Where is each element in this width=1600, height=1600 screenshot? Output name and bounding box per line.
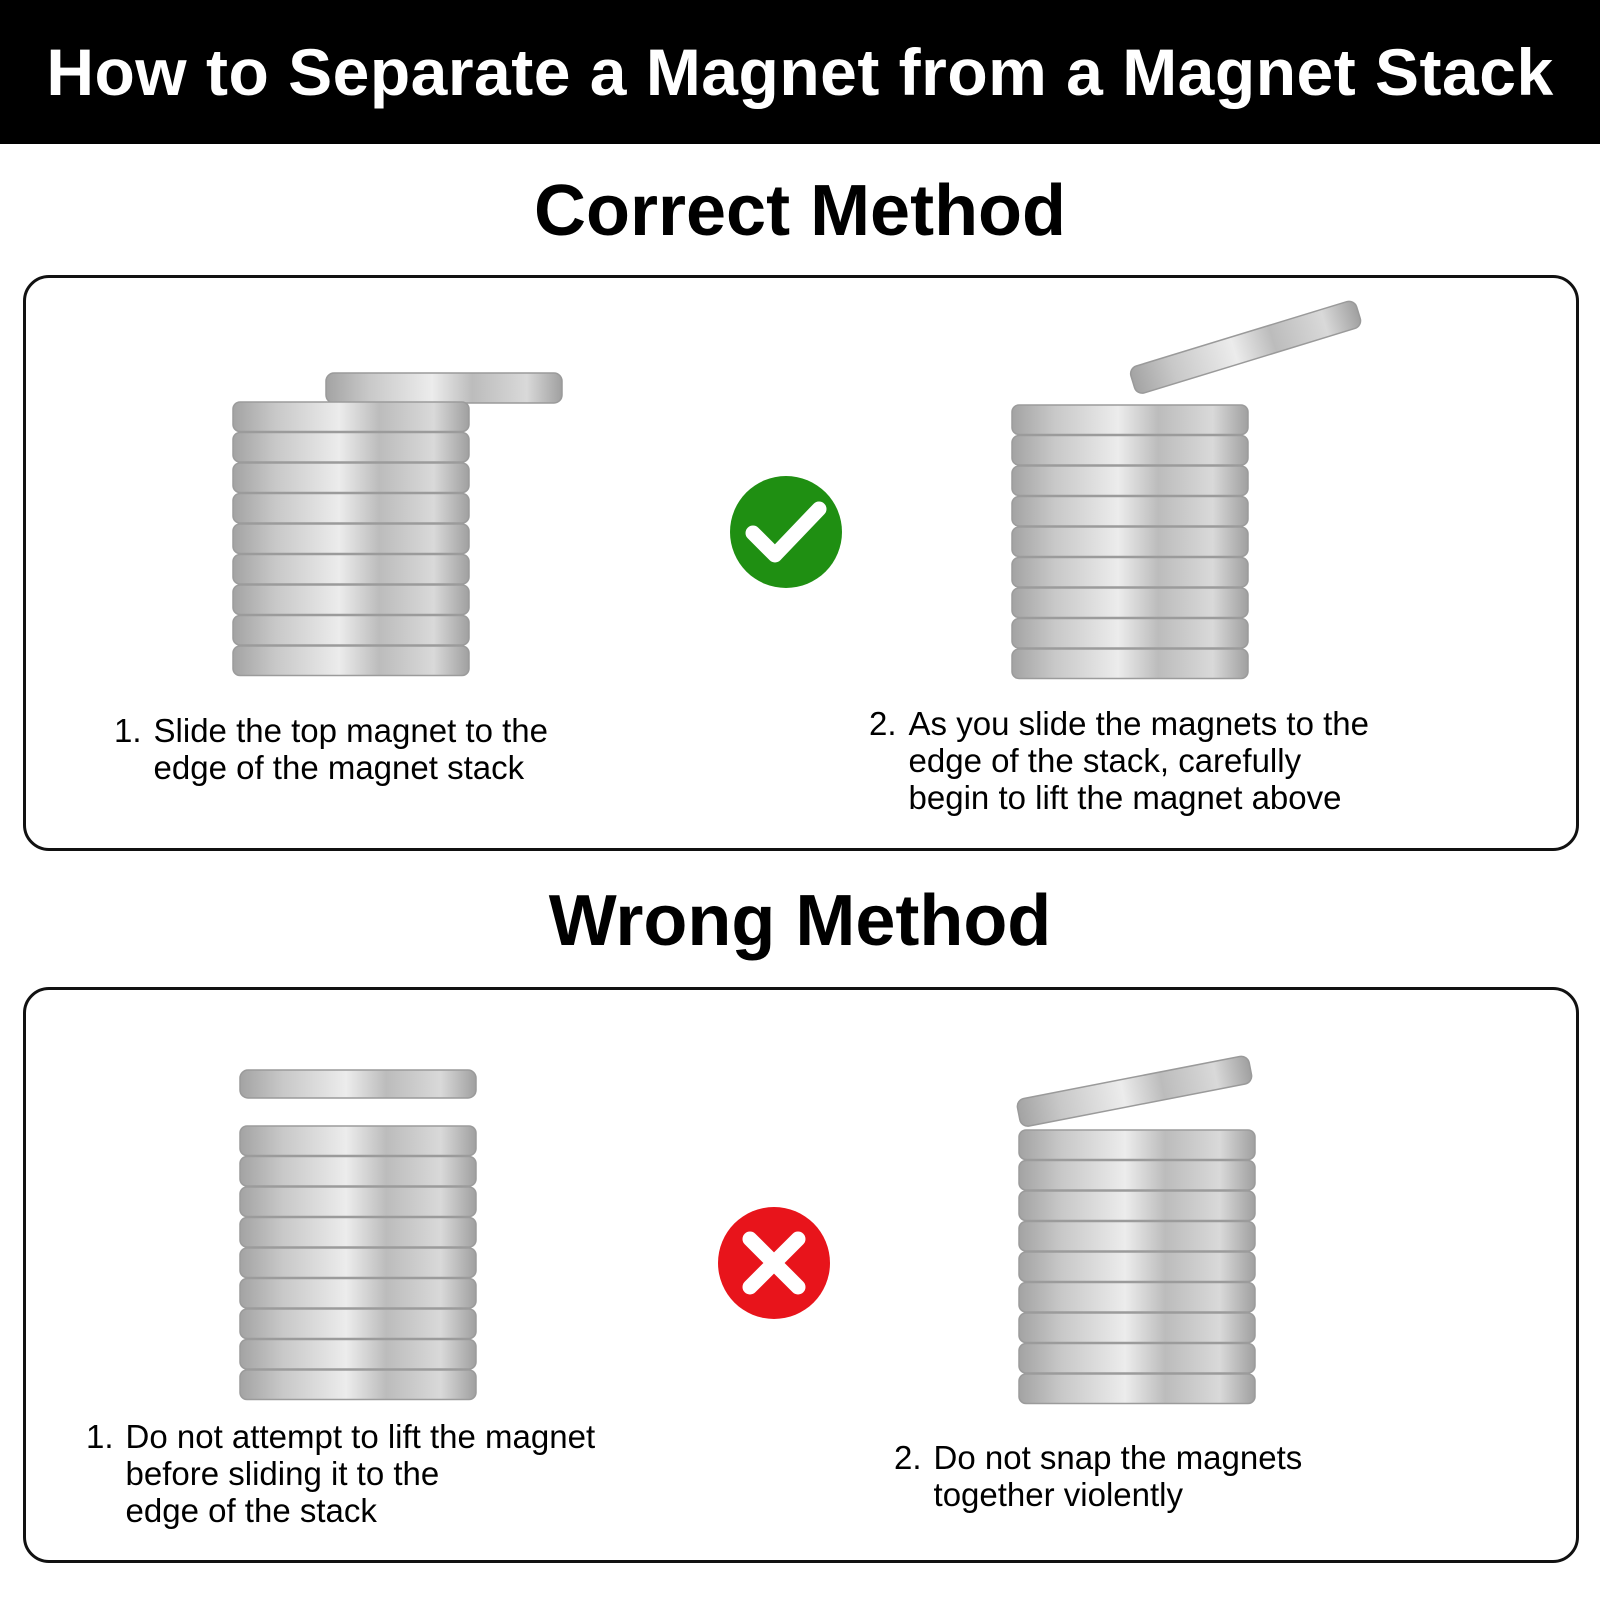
magnet-disc <box>1011 556 1249 588</box>
magnet-disc <box>1011 648 1249 680</box>
step-text: Do not attempt to lift the magnet before… <box>125 1418 596 1529</box>
magnet-disc <box>1018 1373 1256 1405</box>
magnet-disc <box>239 1308 477 1340</box>
magnet-disc <box>1018 1129 1256 1161</box>
magnet-disc <box>1011 495 1249 527</box>
correct-method-illustrations <box>232 300 1362 680</box>
magnet-disc <box>239 1155 477 1187</box>
wrong-method-panel: 1. Do not attempt to lift the magnet bef… <box>23 987 1579 1563</box>
correct-step-2: 2. As you slide the magnets to the edge … <box>869 705 1369 816</box>
magnet-disc <box>232 523 470 555</box>
magnet-stack-lift <box>1011 300 1362 680</box>
magnet-disc <box>1011 617 1249 649</box>
magnet-stack-lift-straight <box>239 1069 477 1401</box>
magnet-disc <box>1018 1220 1256 1252</box>
step-text: Slide the top magnet to the edge of the … <box>153 712 548 786</box>
magnet-disc <box>1018 1342 1256 1374</box>
magnet-disc <box>232 584 470 616</box>
step-number: 2. <box>869 705 897 742</box>
magnet-disc <box>239 1216 477 1248</box>
magnet-disc <box>232 401 470 433</box>
magnet-disc <box>239 1125 477 1157</box>
wrong-step-1: 1. Do not attempt to lift the magnet bef… <box>86 1418 595 1529</box>
check-icon <box>730 476 842 588</box>
magnet-disc <box>232 462 470 494</box>
magnet-disc <box>239 1186 477 1218</box>
step-text: Do not snap the magnets together violent… <box>933 1439 1303 1513</box>
magnet-disc <box>1018 1190 1256 1222</box>
step-number: 1. <box>86 1418 114 1455</box>
magnet-disc <box>1011 465 1249 497</box>
magnet-disc <box>1018 1251 1256 1283</box>
correct-method-panel: 1. Slide the top magnet to the edge of t… <box>23 275 1579 851</box>
magnet-disc <box>1011 587 1249 619</box>
wrong-method-heading: Wrong Method <box>548 881 1052 961</box>
lifted-magnet <box>1129 300 1362 394</box>
page-title: How to Separate a Magnet from a Magnet S… <box>46 35 1554 109</box>
magnet-disc <box>1011 404 1249 436</box>
wrong-method-illustrations <box>239 1055 1256 1405</box>
magnet-disc <box>1018 1312 1256 1344</box>
correct-step-1: 1. Slide the top magnet to the edge of t… <box>114 712 548 786</box>
magnet-stack-slide <box>232 372 563 677</box>
magnet-disc <box>239 1247 477 1279</box>
magnet-disc <box>232 645 470 677</box>
step-number: 1. <box>114 712 142 749</box>
magnet-disc <box>239 1277 477 1309</box>
magnet-disc <box>239 1338 477 1370</box>
top-magnet <box>325 372 563 404</box>
step-text: As you slide the magnets to the edge of … <box>908 705 1369 816</box>
title-bar: How to Separate a Magnet from a Magnet S… <box>0 0 1600 144</box>
magnet-disc <box>232 492 470 524</box>
step-number: 2. <box>894 1439 922 1476</box>
snapping-magnet <box>1016 1055 1253 1127</box>
magnet-disc <box>232 431 470 463</box>
cross-icon <box>718 1207 830 1319</box>
magnet-disc <box>1011 526 1249 558</box>
magnet-disc <box>1018 1159 1256 1191</box>
magnet-disc <box>239 1369 477 1401</box>
magnet-stack-snap <box>1016 1055 1256 1405</box>
magnet-disc <box>232 553 470 585</box>
magnet-disc <box>232 614 470 646</box>
wrong-step-2: 2. Do not snap the magnets together viol… <box>894 1439 1302 1513</box>
lifted-magnet <box>239 1069 477 1099</box>
magnet-disc <box>1018 1281 1256 1313</box>
correct-method-heading: Correct Method <box>533 171 1067 251</box>
magnet-disc <box>1011 434 1249 466</box>
